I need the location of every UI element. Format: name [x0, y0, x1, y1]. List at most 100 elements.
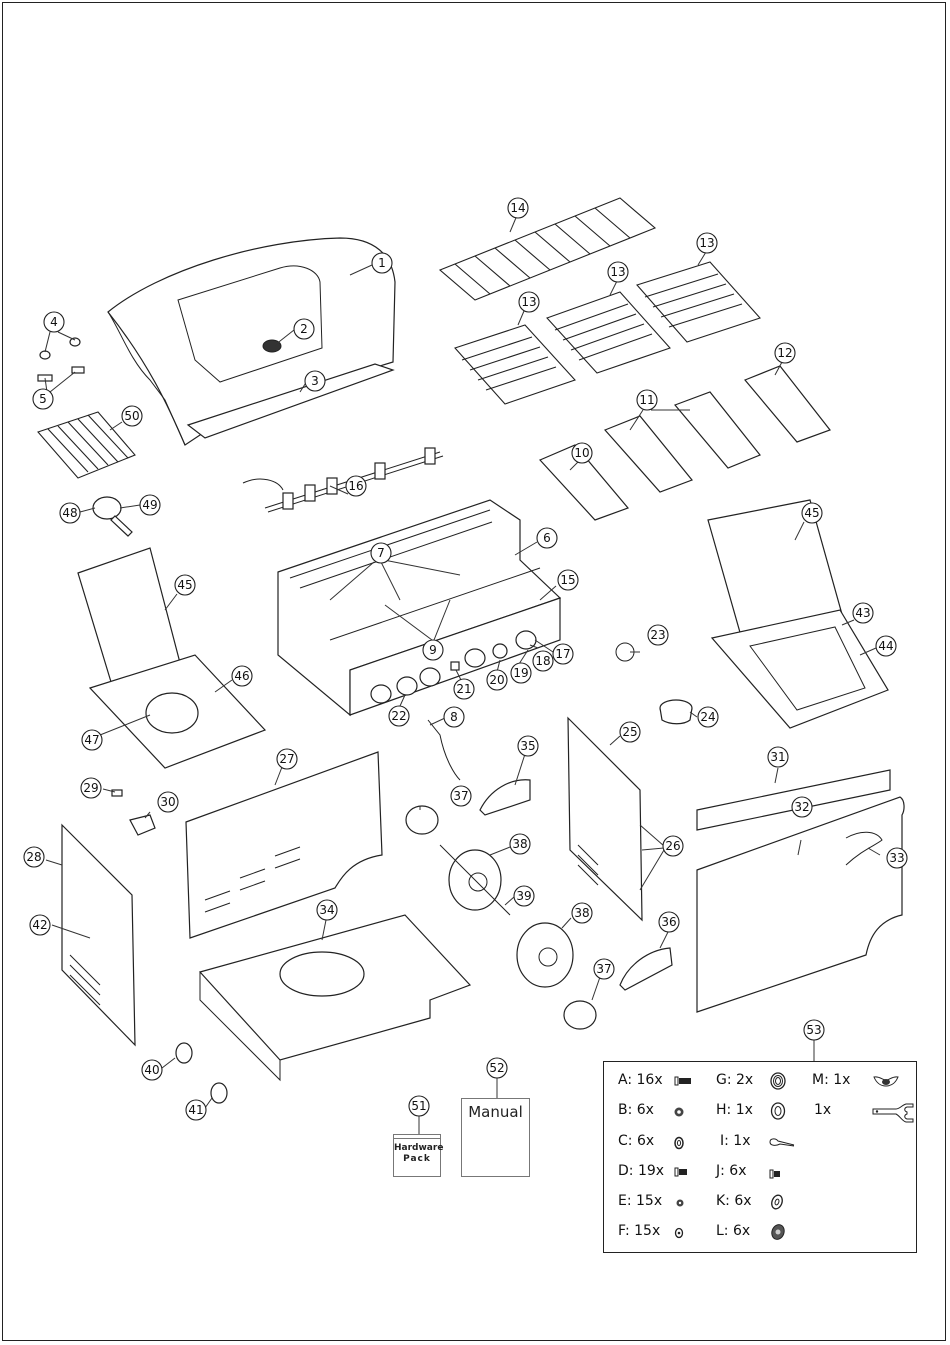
callout-43: 43	[852, 602, 874, 624]
svg-text:2: 2	[300, 322, 308, 336]
callout-13a: 13	[518, 291, 540, 313]
hw-item-m: M: 1x	[812, 1072, 851, 1088]
svg-text:4: 4	[50, 315, 58, 329]
svg-text:11: 11	[639, 393, 654, 407]
callout-49: 49	[139, 494, 161, 516]
svg-text:42: 42	[32, 918, 47, 932]
hw-item-wrench: 1x	[814, 1102, 832, 1118]
svg-text:26: 26	[665, 839, 680, 853]
svg-text:21: 21	[456, 682, 471, 696]
svg-text:3: 3	[311, 374, 319, 388]
callout-13c: 13	[696, 232, 718, 254]
callout-15: 15	[557, 569, 579, 591]
svg-text:37: 37	[453, 789, 468, 803]
svg-text:29: 29	[83, 781, 98, 795]
hw-item-k: K: 6x	[716, 1193, 752, 1209]
flange-nut-icon	[771, 1224, 785, 1240]
svg-text:35: 35	[520, 739, 535, 753]
svg-text:6: 6	[543, 531, 551, 545]
svg-text:17: 17	[555, 647, 570, 661]
wing-nut-icon	[873, 1076, 899, 1087]
part-upper-rack	[438, 197, 657, 301]
flat-washer-icon	[770, 1102, 786, 1120]
svg-text:28: 28	[26, 850, 41, 864]
part-casters	[175, 1042, 228, 1104]
svg-text:23: 23	[650, 628, 665, 642]
callout-10: 10	[571, 442, 593, 464]
callout-46: 46	[231, 665, 253, 687]
part-wheel-bracket	[479, 779, 531, 816]
svg-text:14: 14	[510, 201, 525, 215]
hw-item-i: I: 1x	[720, 1133, 751, 1149]
svg-text:12: 12	[777, 346, 792, 360]
part-hinge-nuts	[37, 337, 85, 382]
callout-3: 3	[304, 370, 326, 392]
callout-41: 41	[185, 1099, 207, 1121]
svg-text:15: 15	[560, 573, 575, 587]
callout-32: 32	[791, 796, 813, 818]
svg-text:25: 25	[622, 725, 637, 739]
part-hubcap-upper	[405, 805, 439, 835]
svg-text:34: 34	[319, 903, 334, 917]
svg-text:45: 45	[804, 506, 819, 520]
part-left-side-panel	[61, 823, 136, 1047]
callout-47: 47	[81, 729, 103, 751]
svg-text:13: 13	[610, 265, 625, 279]
svg-text:16: 16	[348, 479, 363, 493]
part-bottom-shelf	[198, 914, 472, 1082]
cotter-pin-icon	[769, 1138, 795, 1147]
callout-18: 18	[532, 650, 554, 672]
svg-text:46: 46	[234, 669, 249, 683]
callout-28: 28	[23, 846, 45, 868]
part-gas-fitting	[111, 789, 156, 836]
nut-icon	[674, 1107, 684, 1117]
svg-text:43: 43	[855, 606, 870, 620]
callout-21: 21	[453, 678, 475, 700]
part-right-side-shelf	[707, 499, 889, 729]
part-lid	[107, 237, 396, 446]
callout-51: 51	[408, 1095, 430, 1117]
callout-26: 26	[662, 835, 684, 857]
callout-25: 25	[619, 721, 641, 743]
svg-text:20: 20	[489, 673, 504, 687]
svg-text:41: 41	[188, 1103, 203, 1117]
callout-16: 16	[345, 475, 367, 497]
hw-item-b: B: 6x	[618, 1102, 654, 1118]
svg-text:38: 38	[574, 906, 589, 920]
callout-40: 40	[141, 1059, 163, 1081]
svg-text:27: 27	[279, 752, 294, 766]
svg-text:32: 32	[794, 800, 809, 814]
callout-42: 42	[29, 914, 51, 936]
callout-14: 14	[507, 197, 529, 219]
part-left-side-shelf	[77, 547, 267, 769]
wrench-icon	[872, 1103, 914, 1123]
part-valve-manifold	[242, 447, 444, 513]
svg-text:31: 31	[770, 750, 785, 764]
callout-35: 35	[517, 735, 539, 757]
bolt-icon	[674, 1076, 691, 1086]
svg-text:1: 1	[378, 256, 386, 270]
callout-39: 39	[513, 885, 535, 907]
svg-text:53: 53	[806, 1023, 821, 1037]
callout-45b: 45	[801, 502, 823, 524]
svg-text:5: 5	[39, 392, 47, 406]
short-bolt-icon	[674, 1167, 687, 1177]
callout-7: 7	[370, 542, 392, 564]
svg-text:39: 39	[516, 889, 531, 903]
callout-36: 36	[658, 911, 680, 933]
callout-38b: 38	[571, 902, 593, 924]
callout-1: 1	[371, 252, 393, 274]
svg-text:8: 8	[450, 710, 458, 724]
hardware-pack-box: Hardware Pack	[393, 1134, 443, 1177]
callout-44: 44	[875, 635, 897, 657]
svg-text:18: 18	[535, 654, 550, 668]
svg-text:52: 52	[489, 1061, 504, 1075]
lock-washer-icon	[674, 1136, 684, 1150]
svg-text:51: 51	[411, 1099, 426, 1113]
leader-lines	[44, 212, 881, 1135]
svg-text:30: 30	[160, 795, 175, 809]
svg-text:40: 40	[144, 1063, 159, 1077]
svg-text:13: 13	[699, 236, 714, 250]
callout-37a: 37	[450, 785, 472, 807]
